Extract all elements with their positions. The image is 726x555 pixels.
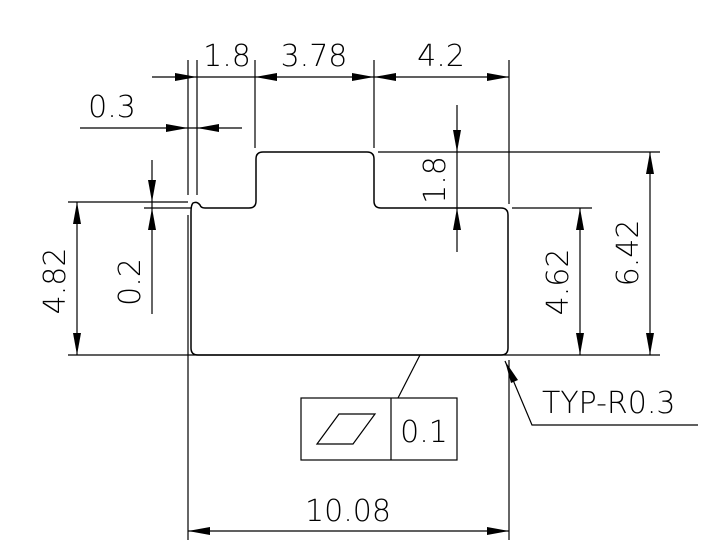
part-outline [190,151,509,356]
dim-left-height [73,202,81,355]
dim-0-2: 0.2 [113,258,148,306]
radius-note: TYP-R0.3 [542,386,675,421]
dim-6-42: 6.42 [611,220,646,287]
dim-0-3: 0.3 [88,90,136,125]
dim-notch-width [80,124,242,132]
flatness-tolerance-value: 0.1 [400,415,448,450]
dim-4-82: 4.82 [38,248,73,315]
dim-1-8-top: 1.8 [203,39,251,74]
dim-right-height [576,208,584,355]
dim-slot-depth [453,105,461,252]
dim-top-chain [152,73,509,81]
extension-lines [68,60,660,540]
dim-10-08: 10.08 [305,494,391,529]
dim-notch-depth [144,160,191,314]
flatness-icon [315,413,377,445]
dim-3-78: 3.78 [281,39,348,74]
dim-total-height [646,152,654,355]
dim-4-62: 4.62 [541,249,576,316]
dim-total-width [188,527,509,535]
radius-leader [504,360,698,426]
dim-1-8-vertical: 1.8 [418,156,453,204]
flatness-frame [300,354,458,461]
dim-4-2: 4.2 [417,39,465,74]
